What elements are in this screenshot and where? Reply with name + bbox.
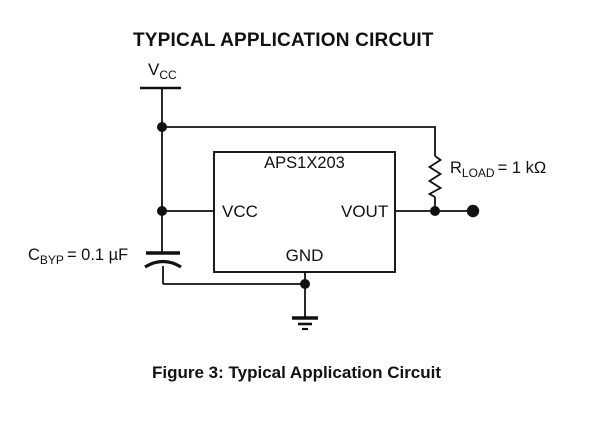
figure-caption: Figure 3: Typical Application Circuit	[152, 363, 442, 382]
vcc-supply-sub: CC	[159, 68, 177, 82]
output-terminal-dot	[466, 204, 480, 218]
vcc-supply-rail-symbol	[140, 86, 181, 253]
vcc-supply-main: V	[148, 60, 160, 79]
junction-dot-vout	[430, 206, 440, 216]
cbyp-main: C	[28, 246, 40, 264]
bypass-capacitor-symbol	[144, 251, 182, 284]
rload-sub: LOAD	[461, 166, 495, 180]
junction-dot-top	[157, 122, 167, 132]
cbyp-sub: BYP	[39, 253, 64, 267]
bypass-capacitor-label: CBYP= 0.1 µF	[28, 246, 129, 267]
cbyp-value: = 0.1 µF	[66, 246, 129, 264]
pin-label-vout: VOUT	[341, 202, 389, 221]
load-resistor-symbol	[427, 155, 443, 211]
vcc-supply-label: VCC	[148, 60, 177, 82]
junction-dot-gnd	[300, 279, 310, 289]
rload-value: = 1 kΩ	[497, 159, 547, 177]
pin-label-gnd: GND	[285, 246, 324, 265]
load-resistor-label: RLOAD= 1 kΩ	[450, 159, 547, 180]
junction-dot-vcc	[157, 206, 167, 216]
page-title: TYPICAL APPLICATION CIRCUIT	[133, 30, 434, 51]
chip-name-label: APS1X203	[264, 154, 345, 172]
pin-label-vcc: VCC	[222, 202, 258, 221]
vcc-to-resistor-wire	[162, 126, 436, 156]
rload-main: R	[450, 159, 462, 177]
earth-ground-symbol	[292, 316, 318, 331]
